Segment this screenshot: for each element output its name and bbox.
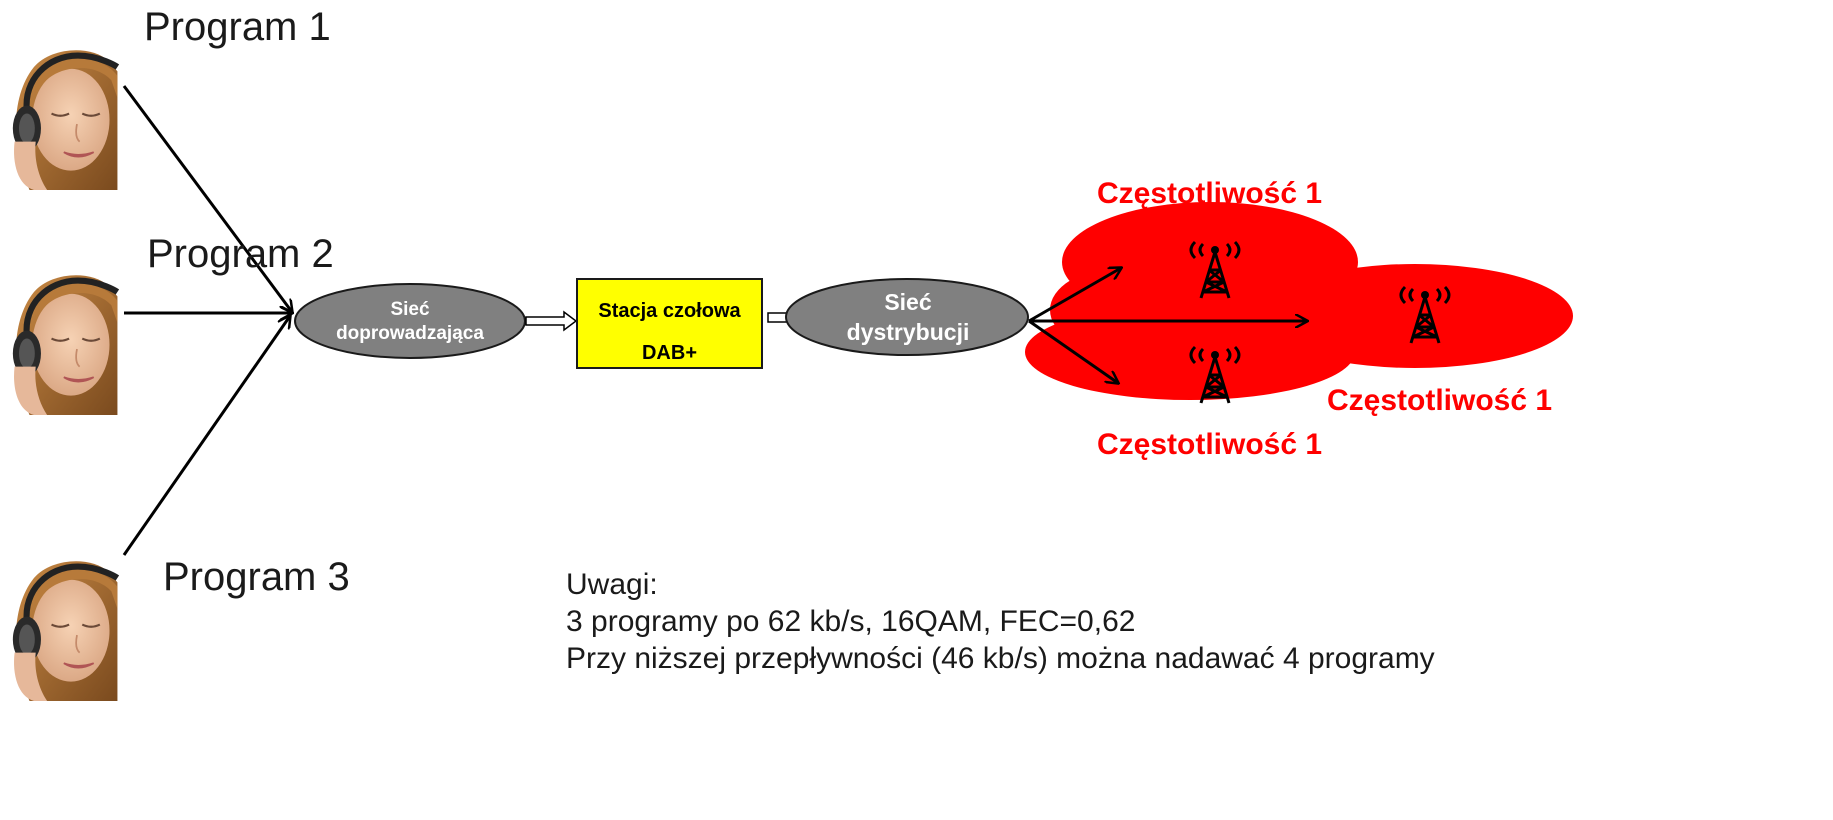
program-1-label: Program 1 <box>144 5 331 49</box>
notes-block: Uwagi: 3 programy po 62 kb/s, 16QAM, FEC… <box>566 566 1435 677</box>
notes-title: Uwagi: <box>566 568 658 601</box>
head-station-line2: DAB+ <box>641 342 697 364</box>
arrow-to-transmitter-top <box>1028 268 1121 323</box>
feeder-network-line1: Sieć <box>390 299 430 320</box>
head-station-label: Stacja czołowa DAB+ <box>577 290 762 374</box>
arrow-program-1 <box>122 85 292 312</box>
frequency-label-top: Częstotliwość 1 <box>1097 177 1323 210</box>
notes-line2: Przy niższej przepływności (46 kb/s) moż… <box>566 642 1435 675</box>
program-2-label: Program 2 <box>147 232 334 276</box>
distribution-network-line1: Sieć <box>884 289 932 315</box>
distribution-network-ellipse <box>785 278 1029 356</box>
feeder-network-line2: doprowadzająca <box>336 323 484 344</box>
hollow-connector-distribution <box>767 312 789 323</box>
coverage-area <box>1025 202 1573 400</box>
head-station-line1: Stacja czołowa <box>598 300 741 322</box>
frequency-label-right: Częstotliwość 1 <box>1327 384 1553 417</box>
listener-headphones-icon <box>8 270 118 415</box>
listener-headphones-icon <box>8 556 118 701</box>
program-3-label: Program 3 <box>163 555 350 599</box>
listener-headphones-icon <box>8 45 118 190</box>
feeder-network-label: Sieć doprowadzająca <box>300 298 520 346</box>
head-station-box <box>576 278 763 369</box>
arrow-to-transmitter-bottom <box>1028 319 1118 383</box>
distribution-network-line2: dystrybucji <box>846 319 970 345</box>
hollow-arrow-feeder <box>525 310 578 332</box>
distribution-network-label: Sieć dystrybucji <box>790 287 1026 347</box>
notes-line1: 3 programy po 62 kb/s, 16QAM, FEC=0,62 <box>566 605 1136 638</box>
frequency-label-bottom: Częstotliwość 1 <box>1097 428 1323 461</box>
feeder-network-ellipse <box>294 283 526 359</box>
arrow-program-3 <box>122 316 290 556</box>
